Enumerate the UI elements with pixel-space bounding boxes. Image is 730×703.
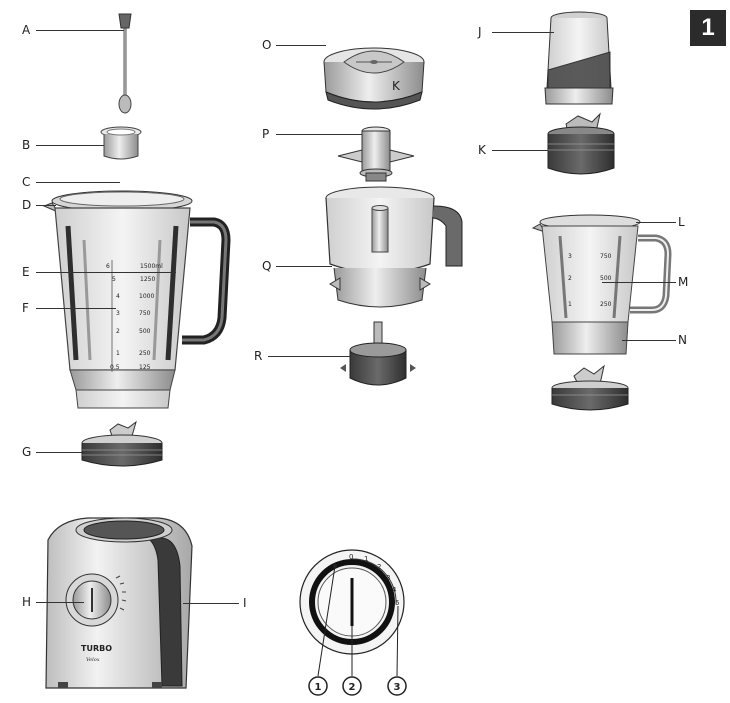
leader-line-f	[36, 308, 116, 309]
callout-number: 1	[315, 682, 322, 693]
measuring-cap-part-b	[100, 126, 142, 160]
dial-tick: 4	[392, 586, 397, 594]
leader-line-g	[36, 452, 82, 453]
dial-callouts: 1 2 3	[308, 565, 407, 696]
leader-line-m	[602, 282, 676, 283]
chopper-lid-part-o	[323, 47, 425, 110]
leader-line-d	[36, 205, 56, 206]
leader-line-e	[36, 272, 176, 273]
dial-ticks: 0 1 2 3 4 5	[349, 553, 399, 607]
scale-mark: 6	[106, 263, 110, 270]
small-jug	[531, 214, 672, 355]
part-label-k-lid: K	[392, 79, 400, 93]
dial-tick: 0	[349, 553, 353, 561]
scale-mark: 1250	[140, 276, 155, 283]
callout-number: 3	[394, 682, 401, 693]
part-label-q: Q	[262, 259, 272, 273]
part-label-k: K	[478, 143, 486, 157]
brand-name: TURBO	[81, 644, 112, 653]
leader-line-l	[636, 222, 676, 223]
brand-sub: Velox	[86, 657, 100, 663]
scale-mark: 750	[600, 253, 612, 260]
part-label-g: G	[22, 445, 32, 459]
scale-mark: 2	[116, 328, 120, 335]
part-label-j: J	[478, 25, 482, 39]
small-jug-blade-base	[551, 364, 629, 411]
dial-tick: 5	[395, 599, 399, 607]
scale-mark: 500	[139, 328, 151, 335]
scale-mark: 5	[112, 276, 116, 283]
large-jug-scale: 6 1500ml 5 1250 4 1000 3 750 2 500 1 250…	[106, 263, 163, 371]
leader-line-n	[622, 340, 676, 341]
part-label-n: N	[678, 333, 687, 347]
part-label-e: E	[22, 265, 30, 279]
scale-mark: 0.5	[110, 364, 120, 371]
spatula-part-a	[118, 13, 132, 114]
part-label-d: D	[22, 198, 32, 212]
grinder-cup-part-j	[544, 11, 614, 105]
leader-line-c	[36, 182, 120, 183]
scale-mark: 3	[568, 253, 572, 260]
leader-line-p	[276, 134, 362, 135]
small-jug-scale: 3 750 2 500 1 250	[568, 253, 612, 308]
scale-mark: 750	[139, 310, 151, 317]
grinder-blade-base-part-k	[547, 112, 615, 175]
dial-tick: 1	[364, 555, 368, 563]
part-label-r: R	[254, 349, 263, 363]
scale-mark: 125	[139, 364, 151, 371]
scale-mark: 1500ml	[140, 263, 163, 270]
leader-line-k-right	[492, 150, 548, 151]
part-label-i: I	[243, 596, 247, 610]
leader-line-b	[36, 145, 104, 146]
scale-mark: 250	[600, 301, 612, 308]
leader-line-r	[268, 356, 350, 357]
leader-line-q	[276, 266, 332, 267]
part-label-l: L	[678, 215, 685, 229]
leader-line-h	[36, 602, 84, 603]
scale-mark: 4	[116, 293, 120, 300]
coupler-part-r	[340, 321, 416, 386]
leader-line-i	[183, 603, 239, 604]
part-label-b: B	[22, 138, 31, 152]
callout-number: 2	[349, 682, 356, 693]
processor-bowl-part-q	[325, 186, 463, 308]
leader-line-a	[36, 30, 124, 31]
scale-mark: 3	[116, 310, 120, 317]
part-label-a: A	[22, 23, 31, 37]
motor-base	[45, 517, 193, 689]
blade-base-part-g	[81, 420, 163, 467]
scale-mark: 1	[568, 301, 572, 308]
dial-tick: 2	[377, 563, 381, 571]
leader-line-o	[276, 45, 326, 46]
part-label-m: M	[678, 275, 689, 289]
scale-mark: 1	[116, 350, 120, 357]
leader-line-j	[492, 32, 554, 33]
large-jug	[42, 190, 231, 409]
blade-insert-part-p	[337, 126, 415, 182]
scale-mark: 2	[568, 275, 572, 282]
scale-mark: 250	[139, 350, 151, 357]
scale-mark: 1000	[139, 293, 154, 300]
scale-mark: 500	[600, 275, 612, 282]
part-label-f: F	[22, 301, 29, 315]
part-label-o: O	[262, 38, 272, 52]
part-label-c: C	[22, 175, 31, 189]
dial-tick: 3	[386, 574, 390, 582]
part-label-h: H	[22, 595, 32, 609]
brand-logo: TURBO Velox	[81, 644, 112, 663]
page-number-badge: 1	[690, 10, 726, 46]
part-label-p: P	[262, 127, 270, 141]
